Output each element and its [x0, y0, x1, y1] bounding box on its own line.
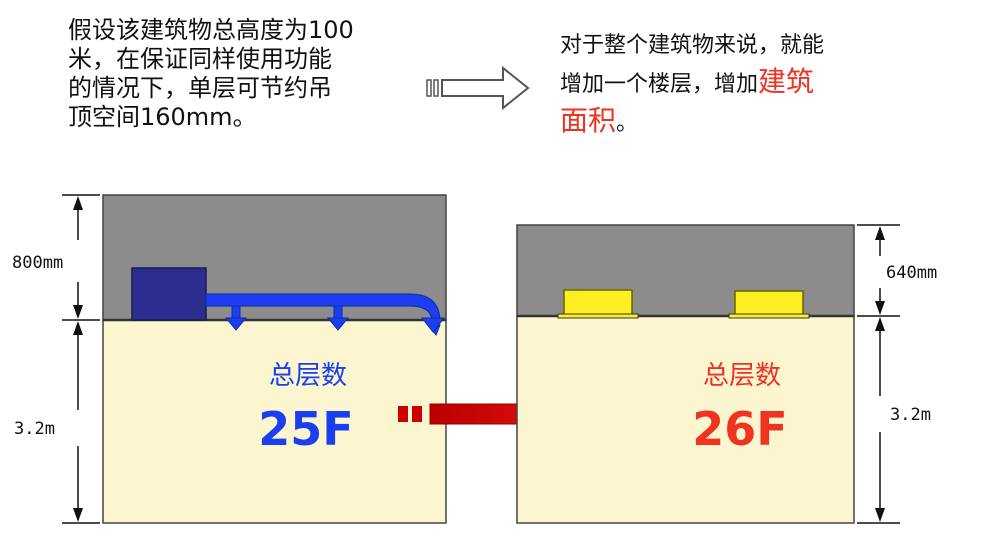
left-note-line-2: 米，在保证同样使用功能 — [68, 45, 332, 73]
ceiling-fixture-1 — [557, 289, 639, 319]
ceiling-fixture-2 — [728, 290, 810, 319]
right-note-highlight-b: 面积 — [560, 104, 617, 137]
right-note-highlight-a: 建筑 — [758, 65, 815, 98]
left-building: 800mm 3.2m 总层数 25F — [12, 194, 447, 524]
right-ceiling-dim: 640mm — [886, 263, 937, 283]
left-note-line-3: 的情况下，单层可节约吊 — [68, 74, 332, 102]
right-floor-dim: 3.2m — [890, 405, 931, 425]
right-note: 对于整个建筑物来说，就能 增加一个楼层，增加建筑 面积。 — [560, 28, 890, 142]
left-note-line-1: 假设该建筑物总高度为100 — [68, 16, 354, 44]
right-dimension-lines — [857, 224, 900, 524]
right-note-line-3: 面积。 — [560, 103, 890, 142]
left-note: 假设该建筑物总高度为100 米，在保证同样使用功能 的情况下，单层可节约吊 顶空… — [68, 16, 428, 132]
left-ceiling-dim: 800mm — [12, 253, 63, 273]
right-note-line-1: 对于整个建筑物来说，就能 — [560, 33, 825, 58]
air-duct — [205, 293, 446, 336]
top-hollow-arrow — [426, 65, 530, 111]
right-floors-value: 26F — [692, 402, 787, 456]
ac-unit-box — [131, 267, 207, 321]
left-note-line-4: 顶空间160mm。 — [68, 103, 257, 131]
right-note-line-2: 增加一个楼层，增加建筑 — [560, 64, 890, 103]
right-floor-space — [516, 315, 855, 524]
left-floors-label: 总层数 — [269, 361, 347, 391]
right-floors-label: 总层数 — [703, 361, 781, 391]
right-building: 640mm 3.2m 总层数 26F — [516, 224, 937, 524]
right-note-line-2-prefix: 增加一个楼层，增加 — [560, 72, 759, 97]
left-dimension-lines — [62, 194, 100, 524]
left-floors-value: 25F — [258, 402, 353, 456]
right-note-end: 。 — [616, 111, 639, 136]
left-floor-dim: 3.2m — [14, 419, 55, 439]
left-floor-space — [102, 319, 447, 524]
